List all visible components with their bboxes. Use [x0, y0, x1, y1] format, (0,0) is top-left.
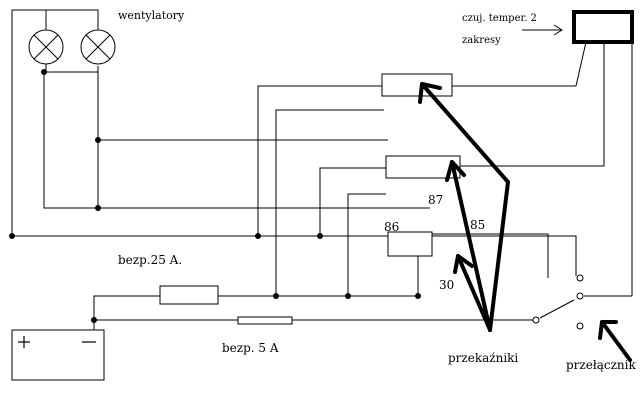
fuse-25a: [159, 285, 219, 305]
battery: [11, 329, 105, 381]
wire-relay2-out: [460, 42, 605, 167]
wire-relay2-down: [347, 193, 386, 296]
switch-contacts: [532, 274, 584, 330]
fan-lamp-1: [28, 29, 64, 65]
wire-relay3-down: [388, 255, 419, 296]
wire-top-loop: [11, 9, 99, 236]
fuse-25a-label: bezp.25 A.: [118, 253, 183, 267]
wire-fuse25: [93, 295, 418, 330]
wire-sensor-1: [575, 41, 587, 87]
wire-relay1-coil: [257, 85, 382, 236]
relay-1: [381, 73, 453, 97]
relay-pointer-arrows: [418, 82, 510, 332]
terminal-86-label: 86: [384, 220, 400, 234]
junction-dots: [9, 69, 421, 323]
switch-pointer-arrow: [598, 320, 632, 362]
wire-relay3-30: [432, 233, 549, 278]
terminal-87-label: 87: [428, 193, 444, 207]
sensor-ranges-label: zakresy: [462, 35, 501, 46]
wire-switch-lever: [539, 299, 575, 319]
relay-3: [387, 231, 433, 257]
fan-lamp-2: [80, 29, 116, 65]
wire-main-horizontal: [12, 235, 577, 276]
temperature-sensor-box: [572, 10, 634, 44]
sensor-label-arrow: [522, 24, 563, 36]
relays-label: przekaźniki: [448, 351, 519, 365]
terminal-85-label: 85: [470, 218, 486, 232]
sensor-label: czuj. temper. 2: [462, 13, 537, 24]
terminal-30-label: 30: [439, 278, 455, 292]
wire-relay1-down: [275, 109, 384, 296]
switch-label: przełącznik: [566, 358, 636, 372]
relay-2: [385, 155, 461, 179]
fuse-5a-label: bezp. 5 A: [222, 341, 279, 355]
wire-relay2-coil: [319, 167, 386, 236]
fuse-5a: [237, 316, 293, 325]
fans-label: wentylatory: [118, 9, 185, 22]
